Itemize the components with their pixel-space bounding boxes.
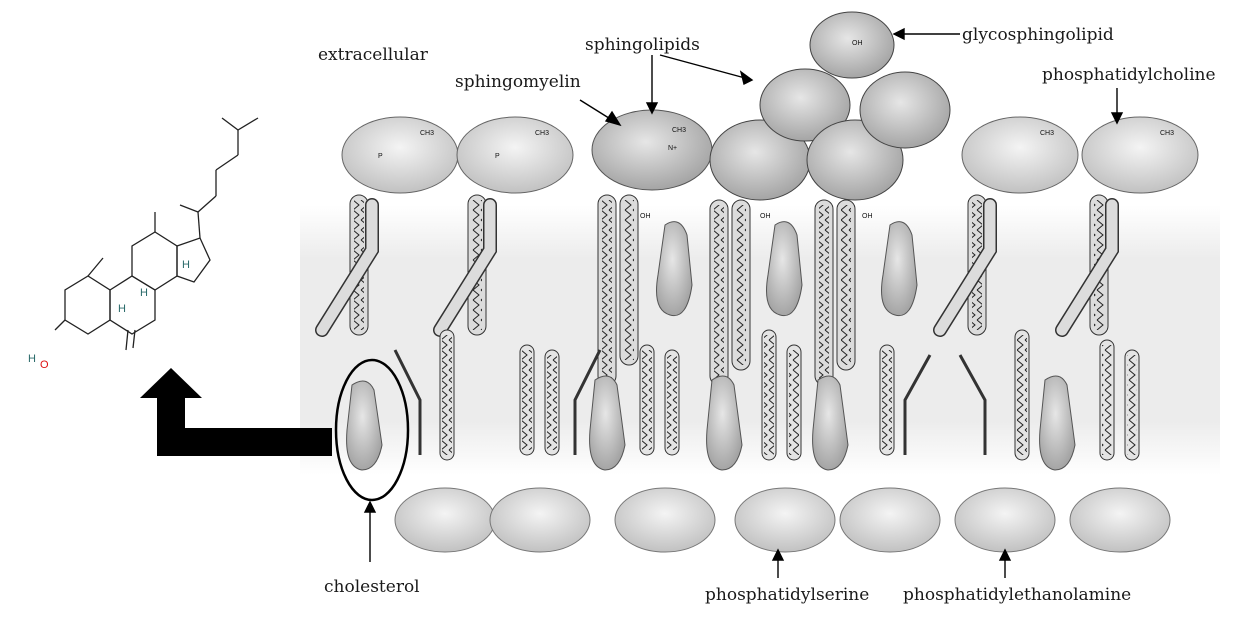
glycosphingolipid-label: glycosphingolipid (962, 25, 1114, 45)
phosphatidylcholine-label: phosphatidylcholine (1042, 65, 1216, 85)
hydroxyl-o-label: O (40, 359, 49, 371)
chem-p-1: P (378, 153, 383, 160)
chem-p-2: P (495, 153, 500, 160)
stereo-h-label-2: H (140, 287, 148, 299)
chem-ch3-5: CH3 (1160, 130, 1174, 137)
chem-ch3-4: CH3 (1040, 130, 1054, 137)
chem-ch3-2: CH3 (535, 130, 549, 137)
extracellular-label: extracellular (318, 45, 429, 65)
sphingolipids-label: sphingolipids (585, 35, 700, 55)
chem-ch3-3: CH3 (672, 127, 686, 134)
chem-ch3-1: CH3 (420, 130, 434, 137)
chem-oh-glyco-1: OH (760, 213, 771, 220)
chem-n-3: N+ (668, 145, 677, 152)
membrane-band (300, 205, 1220, 475)
chem-oh-sugar: OH (852, 40, 863, 47)
chem-oh-glyco-2: OH (862, 213, 873, 220)
steroid-ring-icon (55, 118, 258, 350)
chem-oh-sphingo: OH (640, 213, 651, 220)
sphingomyelin-label: sphingomyelin (455, 72, 581, 92)
phosphatidylethanolamine-label: phosphatidylethanolamine (903, 585, 1131, 605)
phosphatidylserine-label: phosphatidylserine (705, 585, 869, 605)
cholesterol-label: cholesterol (324, 577, 420, 597)
stereo-h-label-3: H (118, 303, 126, 315)
hydroxyl-h-label: H (28, 353, 36, 365)
stereo-h-label-1: H (182, 259, 190, 271)
